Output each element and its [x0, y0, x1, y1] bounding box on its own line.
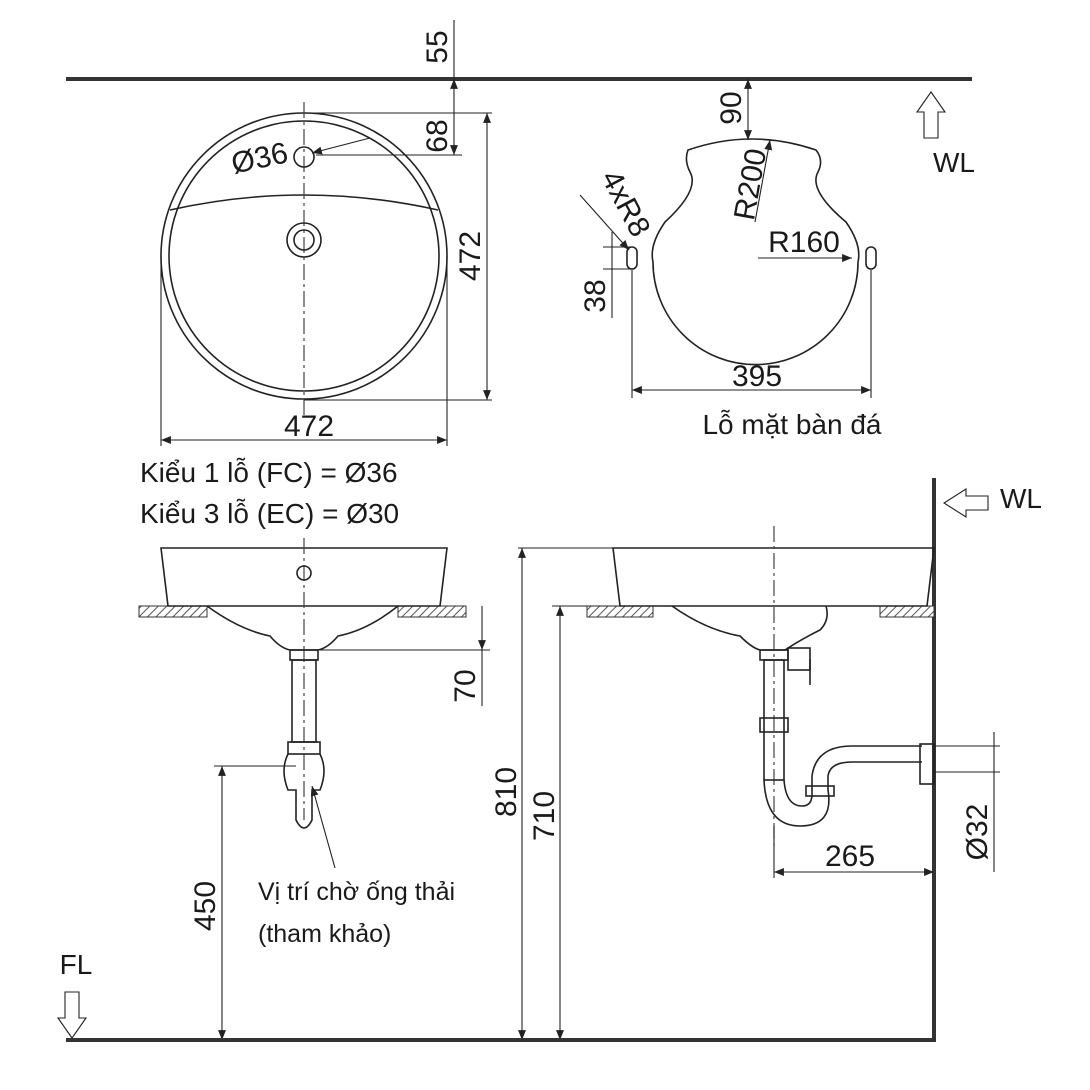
dim-70-label: 70	[449, 669, 482, 702]
overflow-outlet-side	[787, 647, 811, 671]
dim-38-label: 38	[579, 279, 612, 312]
dia-32-label: Ø32	[961, 804, 994, 861]
counter-hatch-right	[397, 605, 467, 618]
wl-side-label: WL	[1000, 483, 1042, 514]
down-arrow-icon	[56, 991, 88, 1039]
fl-label: FL	[60, 949, 93, 980]
counter-hatch-left	[138, 605, 208, 618]
counter-hatch-side-left	[586, 605, 654, 618]
trap-u-bend-side	[763, 761, 922, 827]
dim-810-label: 810	[490, 767, 523, 817]
up-arrow-icon	[915, 91, 947, 139]
basin-bowl-front	[206, 605, 399, 651]
dim-710-label: 710	[528, 791, 561, 841]
trap-joint-side	[805, 785, 835, 797]
r200-label: R200	[728, 146, 773, 222]
callout-line-1: Vị trí chờ ống thải	[258, 878, 455, 906]
faucet-hole	[293, 146, 315, 168]
wall-flange-side	[919, 743, 935, 785]
drain-inner	[293, 229, 315, 251]
wl-top-label: WL	[933, 147, 975, 178]
overflow-hole-front	[296, 565, 312, 581]
trap-nut-side	[759, 717, 789, 733]
r160-label: R160	[768, 226, 840, 259]
basin-bowl-side	[671, 605, 828, 651]
note-line-1: Kiểu 1 lỗ (FC) = Ø36	[140, 457, 398, 488]
note-line-2: Kiểu 3 lỗ (EC) = Ø30	[140, 498, 399, 529]
top-view: 55 68 472 472 Ø36	[66, 20, 972, 446]
dia36-leader	[311, 137, 371, 155]
hole-type-notes: Kiểu 1 lỗ (FC) = Ø36 Kiểu 3 lỗ (EC) = Ø3…	[140, 457, 399, 529]
dim-450-label: 450	[189, 881, 222, 931]
dim-90-label: 90	[715, 91, 748, 124]
counter-hatch-side-right	[879, 605, 935, 618]
dim-265-label: 265	[825, 840, 875, 873]
cutout-outline	[651, 138, 860, 366]
side-view: 810 710 265 Ø32	[490, 478, 1000, 1040]
basin-body-side	[612, 547, 935, 607]
floor-marker: FL	[56, 949, 936, 1042]
wl-side-marker: WL	[942, 483, 1042, 519]
dim-472-height-label: 472	[454, 231, 487, 281]
dim-68-label: 68	[421, 119, 454, 152]
drain-outer	[286, 222, 322, 258]
cutout-slot-right	[865, 246, 877, 270]
basin-body-front	[160, 547, 448, 607]
dim-55-label: 55	[421, 30, 454, 63]
cutout-caption: Lỗ mặt bàn đá	[702, 409, 881, 440]
trap-nut-front	[287, 741, 321, 755]
dim-472-width-label: 472	[284, 410, 334, 443]
r200-leader	[754, 139, 773, 223]
dim-395-label: 395	[732, 360, 782, 393]
front-view: 70 450 Vị trí chờ ống thải (tham khảo)	[138, 538, 490, 1040]
wl-top-marker: WL	[915, 91, 975, 178]
trap-body-front	[283, 753, 325, 829]
callout-line-2: (tham khảo)	[258, 920, 391, 948]
r8-leader	[579, 194, 630, 251]
left-arrow-icon	[942, 487, 989, 519]
waste-pipe-side	[763, 659, 785, 781]
r8-label: 4xR8	[594, 165, 656, 242]
dia-36-label: Ø36	[229, 136, 291, 180]
basin-inner-rim	[168, 120, 440, 392]
trap-u-bend-inner	[783, 745, 922, 807]
cutout-slot-left	[626, 246, 638, 270]
callout-leader	[310, 785, 336, 869]
cutout-view: 90 R200 R160 4xR8 38 395 Lỗ mặt bàn đá	[579, 79, 882, 440]
